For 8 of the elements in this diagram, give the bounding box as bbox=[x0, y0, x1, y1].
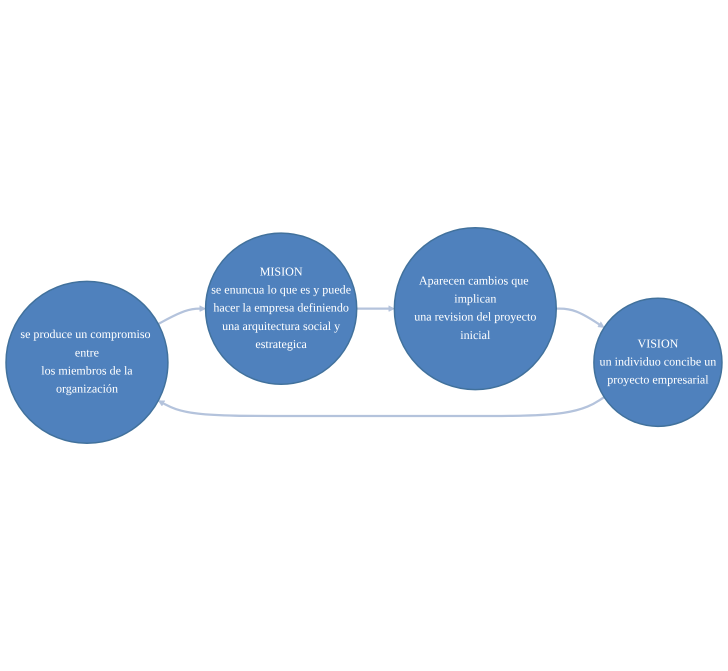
node-circle: Aparecen cambios que implican una revision del proyecto inicial bbox=[394, 226, 557, 390]
arrow bbox=[158, 305, 206, 325]
node-circle: MISION se enuncua lo que es y puede hacer la empresa definiendo una arquitectura social y estrategica bbox=[204, 232, 358, 385]
node-circle: VISION un individuo concibe un proyecto empresarial bbox=[593, 298, 723, 428]
node-circle: se produce un compromiso entre los miembros de la organización bbox=[5, 280, 169, 444]
arrow bbox=[158, 396, 605, 418]
arrow bbox=[356, 305, 395, 312]
arrow bbox=[556, 308, 604, 328]
